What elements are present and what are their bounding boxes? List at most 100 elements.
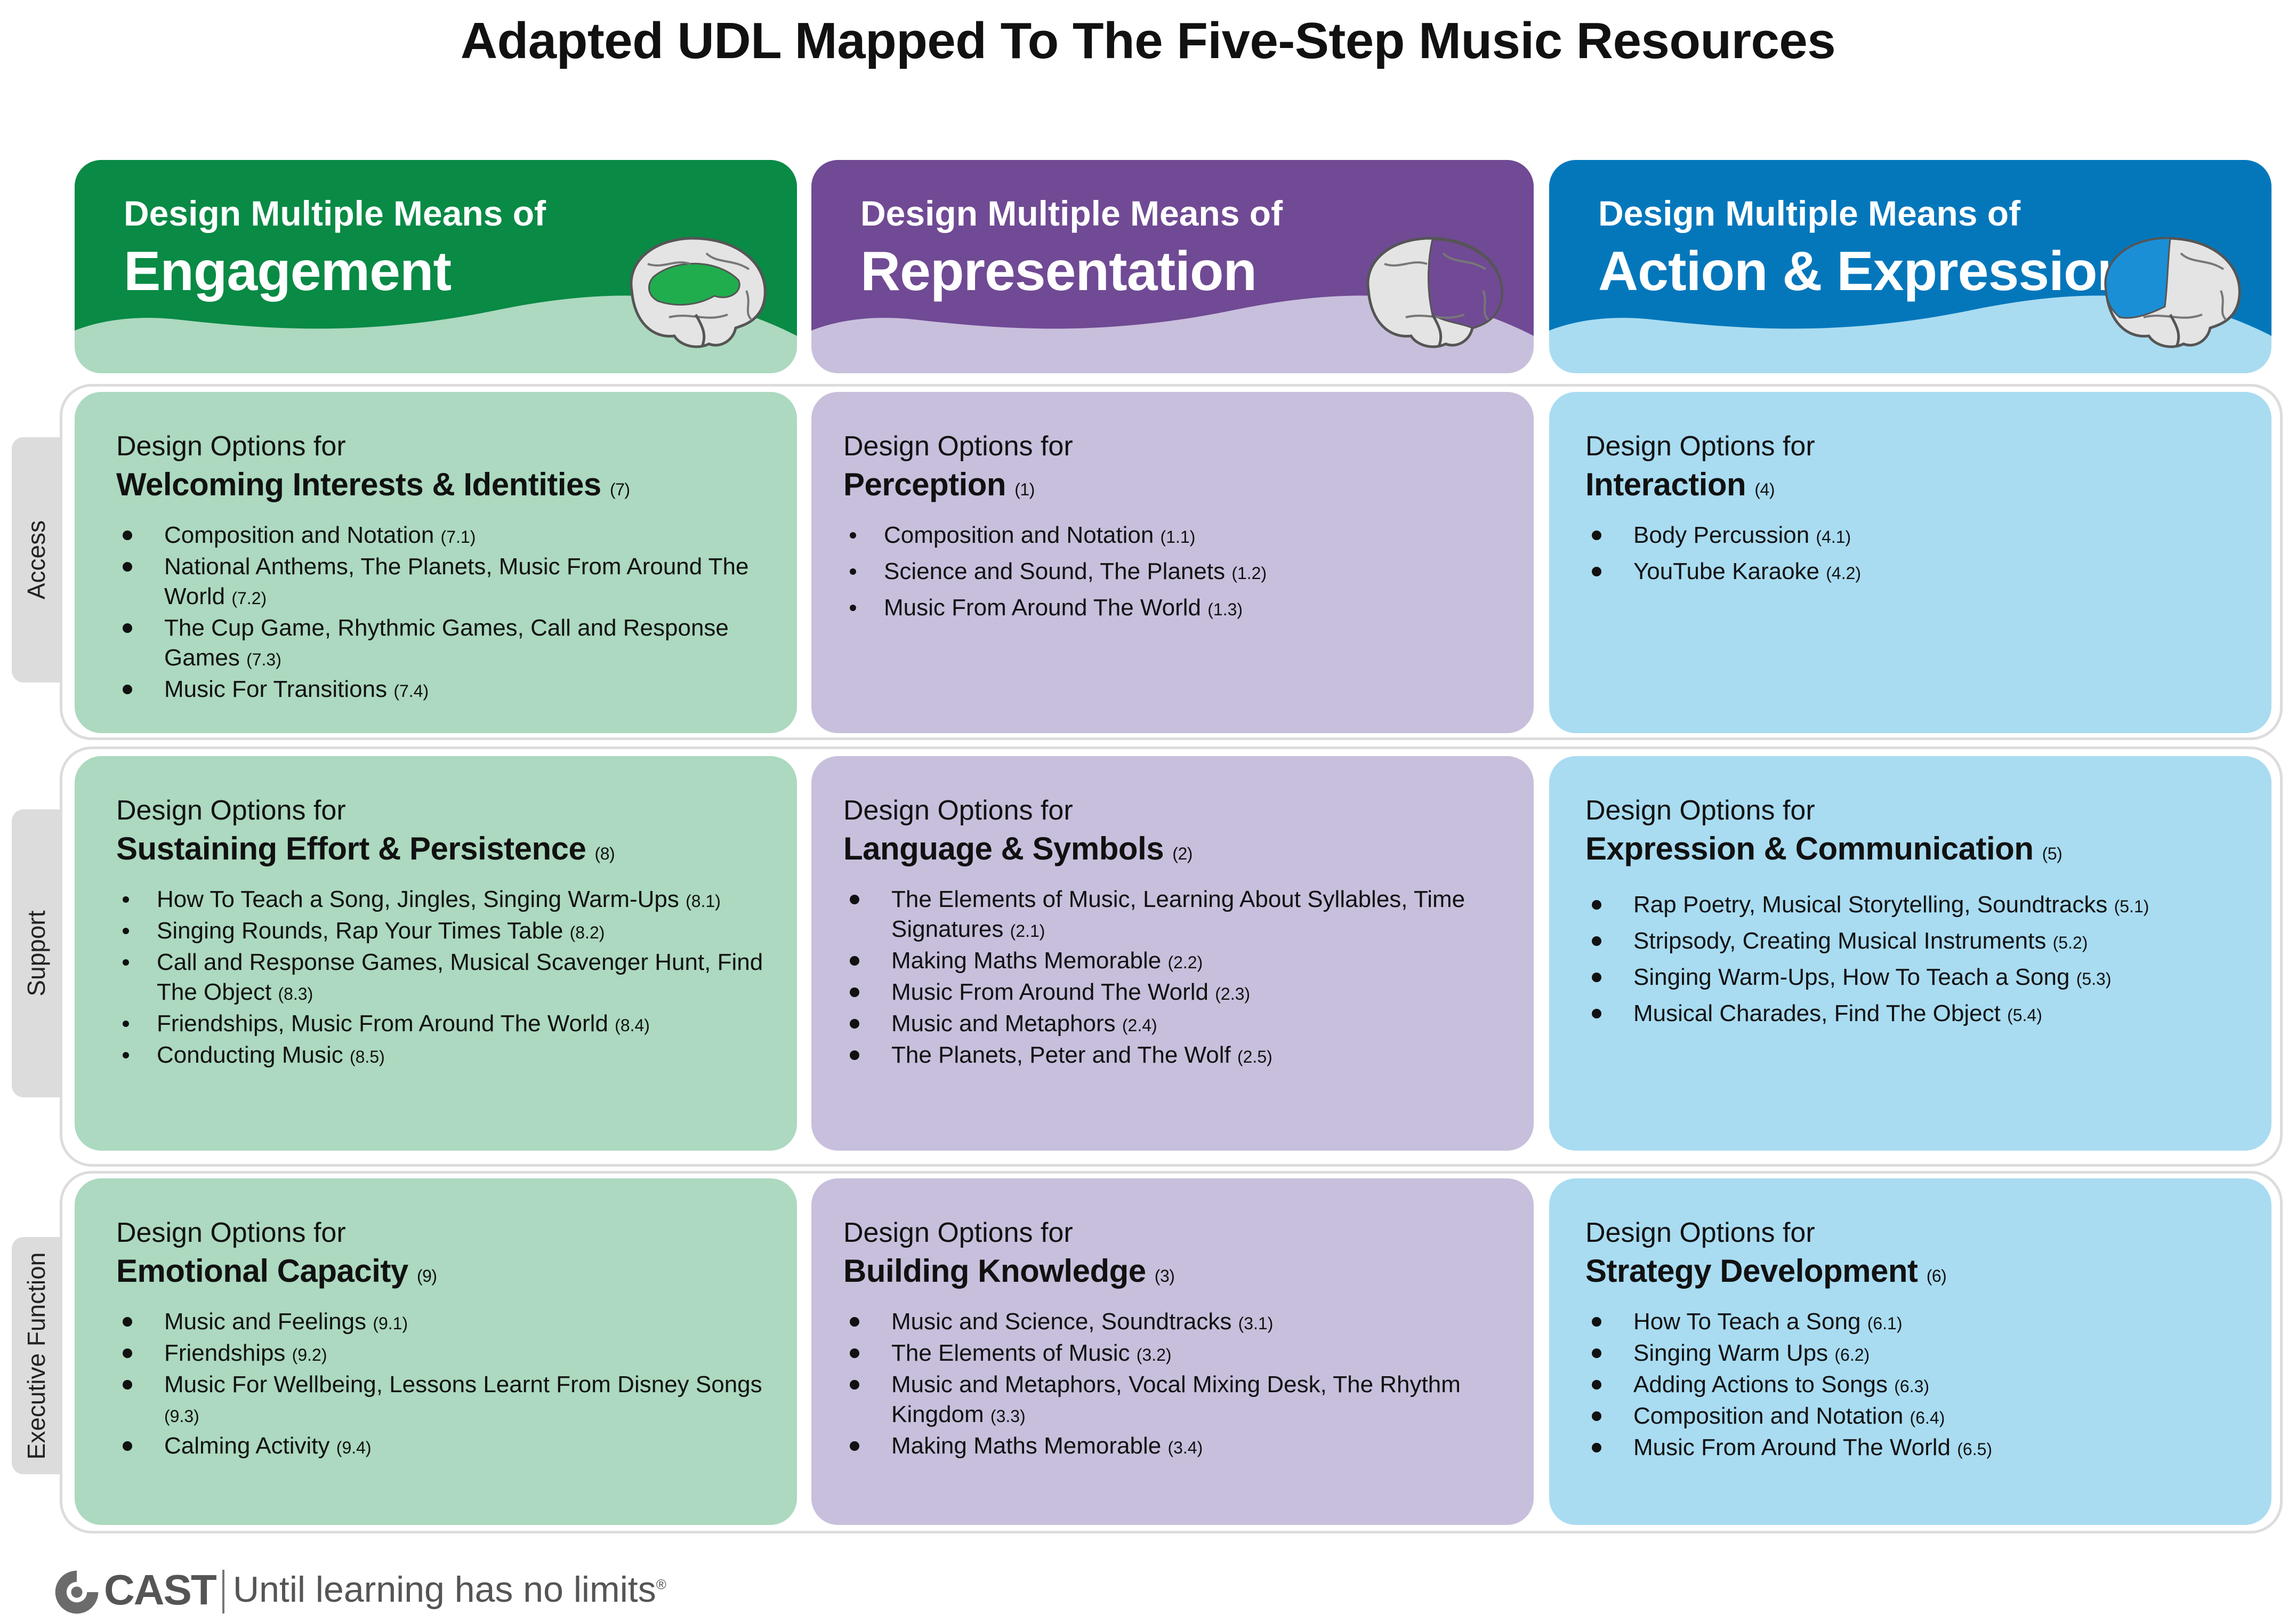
cell-subtitle: Design Options for — [843, 1217, 1073, 1248]
list-item: The Elements of Music (3.2) — [850, 1338, 1502, 1370]
cell-title-text: Welcoming Interests & Identities — [116, 467, 601, 502]
list-item: Friendships (9.2) — [123, 1338, 765, 1370]
cell-title-number: (8) — [594, 844, 615, 863]
list-item: Stripsody, Creating Musical Instruments … — [1592, 926, 2239, 958]
cell-perception: Design Options for Perception (1) Compos… — [811, 392, 1534, 733]
list-item: National Anthems, The Planets, Music Fro… — [123, 552, 765, 613]
cell-title: Language & Symbols (2) — [843, 828, 1502, 875]
footer: CAST Until learning has no limits® — [51, 1562, 797, 1621]
cell-subtitle: Design Options for — [1585, 795, 1815, 826]
list-item: Musical Charades, Find The Object (5.4) — [1592, 999, 2239, 1030]
cell-subtitle: Design Options for — [843, 795, 1073, 826]
cell-title: Sustaining Effort & Persistence (8) — [116, 828, 765, 875]
cell-interaction: Design Options for Interaction (4) Body … — [1549, 392, 2271, 733]
list-item: Music and Metaphors, Vocal Mixing Desk, … — [850, 1370, 1502, 1431]
list-item: The Cup Game, Rhythmic Games, Call and R… — [123, 613, 765, 675]
list-item: The Elements of Music, Learning About Sy… — [850, 885, 1502, 946]
list-item: Music For Transitions (7.4) — [123, 675, 765, 706]
cell-title: Perception (1) — [843, 463, 1502, 511]
list-item: Adding Actions to Songs (6.3) — [1592, 1370, 2239, 1401]
list-item: YouTube Karaoke (4.2) — [1592, 557, 2239, 588]
header-prefix: Design Multiple Means of — [124, 194, 546, 233]
list-item: Music and Science, Soundtracks (3.1) — [850, 1307, 1502, 1338]
list-item: Body Percussion (4.1) — [1592, 520, 2239, 552]
cell-subtitle: Design Options for — [116, 1217, 346, 1248]
header-title: Action & Expression — [1598, 240, 2131, 302]
list-item: Making Maths Memorable (3.4) — [850, 1431, 1502, 1463]
row-tab-executive-function: Executive Function — [12, 1237, 61, 1474]
row-tab-access: Access — [12, 437, 61, 682]
cell-subtitle: Design Options for — [116, 431, 346, 462]
brain-icon — [630, 237, 767, 348]
item-list: Composition and Notation (7.1) National … — [116, 520, 765, 706]
cell-title-text: Emotional Capacity — [116, 1253, 408, 1289]
cell-building-knowledge: Design Options for Building Knowledge (3… — [811, 1178, 1534, 1525]
cell-subtitle: Design Options for — [1585, 1217, 1815, 1248]
list-item: Science and Sound, The Planets (1.2) — [850, 557, 1502, 588]
row-label: Executive Function — [22, 1252, 50, 1459]
list-item: Composition and Notation (6.4) — [1592, 1401, 2239, 1433]
list-item: Conducting Music (8.5) — [123, 1040, 765, 1072]
row-label: Support — [22, 910, 50, 997]
cell-title-number: (2) — [1172, 844, 1193, 863]
list-item: Composition and Notation (7.1) — [123, 520, 765, 552]
cell-title-text: Perception — [843, 467, 1006, 502]
cell-strategy-development: Design Options for Strategy Development … — [1549, 1178, 2271, 1525]
list-item: Music and Feelings (9.1) — [123, 1307, 765, 1338]
item-list: The Elements of Music, Learning About Sy… — [843, 885, 1502, 1072]
item-list: How To Teach a Song, Jingles, Singing Wa… — [116, 885, 765, 1072]
cell-title: Expression & Communication (5) — [1585, 828, 2239, 875]
cell-title-number: (3) — [1154, 1266, 1175, 1286]
cell-title: Building Knowledge (3) — [843, 1250, 1502, 1297]
list-item: Rap Poetry, Musical Storytelling, Soundt… — [1592, 890, 2239, 921]
list-item: Music From Around The World (1.3) — [850, 593, 1502, 624]
header-prefix: Design Multiple Means of — [1598, 194, 2021, 233]
list-item: Singing Warm Ups (6.2) — [1592, 1338, 2239, 1370]
list-item: Music From Around The World (2.3) — [850, 977, 1502, 1009]
header-representation: Design Multiple Means of Representation — [811, 160, 1534, 373]
item-list: Composition and Notation (1.1) Science a… — [843, 520, 1502, 624]
cell-title: Emotional Capacity (9) — [116, 1250, 765, 1297]
cell-expression-communication: Design Options for Expression & Communic… — [1549, 756, 2271, 1151]
page-title: Adapted UDL Mapped To The Five-Step Musi… — [460, 12, 1836, 69]
header-action-expression: Design Multiple Means of Action & Expres… — [1549, 160, 2271, 373]
list-item: Friendships, Music From Around The World… — [123, 1009, 765, 1040]
cell-emotional-capacity: Design Options for Emotional Capacity (9… — [75, 1178, 797, 1525]
cell-subtitle: Design Options for — [116, 795, 346, 826]
item-list: Rap Poetry, Musical Storytelling, Soundt… — [1585, 890, 2239, 1030]
registered-mark: ® — [656, 1576, 666, 1593]
cell-title: Interaction (4) — [1585, 463, 2239, 511]
row-tab-support: Support — [12, 809, 61, 1097]
cell-title-text: Interaction — [1585, 467, 1746, 502]
cell-title-number: (9) — [416, 1266, 437, 1286]
list-item: Making Maths Memorable (2.2) — [850, 946, 1502, 977]
cell-title-number: (6) — [1926, 1266, 1947, 1286]
brain-icon — [1366, 237, 1503, 348]
item-list: Body Percussion (4.1) YouTube Karaoke (4… — [1585, 520, 2239, 588]
list-item: Calming Activity (9.4) — [123, 1431, 765, 1463]
footer-divider — [222, 1570, 224, 1613]
header-prefix: Design Multiple Means of — [860, 194, 1283, 233]
list-item: Singing Warm-Ups, How To Teach a Song (5… — [1592, 962, 2239, 994]
cell-title-text: Expression & Communication — [1585, 831, 2034, 866]
cast-wordmark: CAST — [104, 1566, 217, 1613]
brain-icon — [2104, 237, 2241, 348]
list-item: Music From Around The World (6.5) — [1592, 1433, 2239, 1464]
cell-title: Strategy Development (6) — [1585, 1250, 2239, 1297]
cell-title-text: Sustaining Effort & Persistence — [116, 831, 586, 866]
cell-title-number: (4) — [1754, 480, 1775, 499]
cell-welcoming-interests: Design Options for Welcoming Interests &… — [75, 392, 797, 733]
cell-title-text: Strategy Development — [1585, 1253, 1918, 1289]
cell-title: Welcoming Interests & Identities (7) — [116, 463, 765, 511]
list-item: Composition and Notation (1.1) — [850, 520, 1502, 552]
cell-subtitle: Design Options for — [1585, 431, 1815, 462]
header-title: Engagement — [124, 240, 452, 302]
item-list: Music and Science, Soundtracks (3.1) The… — [843, 1307, 1502, 1463]
cell-title-text: Language & Symbols — [843, 831, 1164, 866]
list-item: Music For Wellbeing, Lessons Learnt From… — [123, 1370, 765, 1431]
cell-subtitle: Design Options for — [843, 431, 1073, 462]
list-item: How To Teach a Song, Jingles, Singing Wa… — [123, 885, 765, 916]
cell-title-number: (1) — [1014, 480, 1035, 499]
cell-title-text: Building Knowledge — [843, 1253, 1146, 1289]
cell-sustaining-effort: Design Options for Sustaining Effort & P… — [75, 756, 797, 1151]
